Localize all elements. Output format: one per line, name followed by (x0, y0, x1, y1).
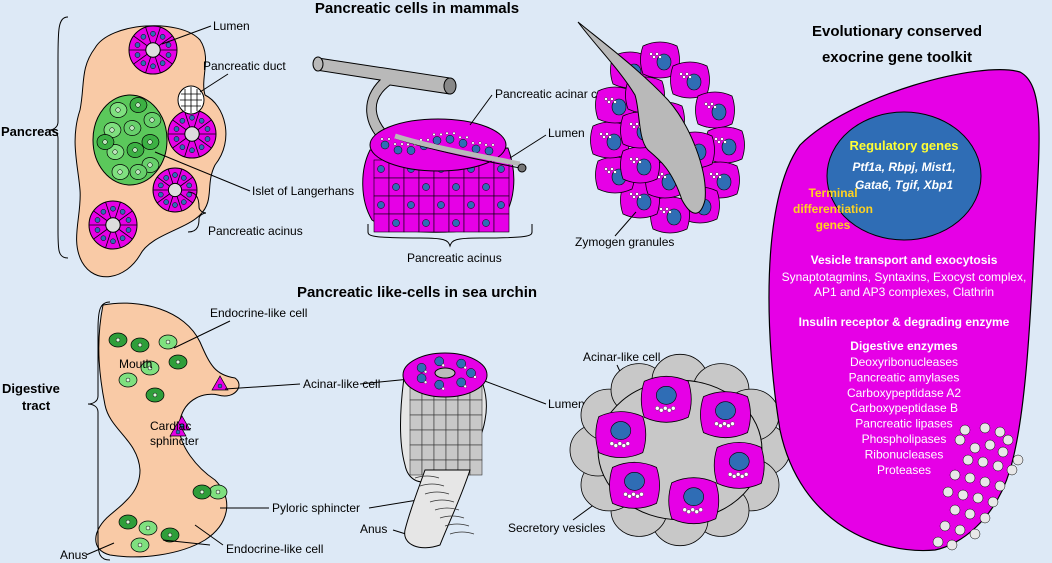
regulatory-genes-1: Ptf1a, Rbpj, Mist1, (852, 160, 955, 174)
enzyme-item: Deoxyribonucleases (850, 355, 958, 369)
label-lumen-left: Lumen (213, 19, 250, 33)
label-anus-left: Anus (60, 548, 87, 562)
label-islet: Islet of Langerhans (252, 184, 354, 198)
label-zymogen: Zymogen granules (575, 235, 674, 249)
digestive-title: Digestive enzymes (850, 339, 958, 353)
urchin-gut (400, 352, 488, 549)
enzyme-item: Ribonucleases (865, 447, 944, 461)
label-acinar-like-mid: Acinar-like cell (303, 377, 380, 391)
regulatory-genes-2: Gata6, Tgif, Xbp1 (855, 178, 953, 192)
enzyme-item: Proteases (877, 463, 931, 477)
label-lumen-urchin: Lumen (548, 397, 585, 411)
digestive-tract (95, 302, 240, 558)
acinus-top (128, 25, 178, 75)
acinus-section-mammal (577, 21, 745, 234)
enzyme-item: Pancreatic lipases (855, 417, 952, 431)
terminal-1: Terminal (808, 186, 857, 200)
pancreas-illustration (74, 25, 227, 278)
label-pancreatic-duct: Pancreatic duct (203, 59, 286, 73)
label-endocrine-bottom: Endocrine-like cell (226, 542, 323, 556)
terminal-3: genes (816, 218, 851, 232)
pancreas-bracket (49, 16, 69, 259)
label-digestive-1: Digestive (2, 381, 60, 396)
digestive-bracket (87, 301, 111, 561)
acinus-3d-mammal (312, 56, 527, 233)
label-lumen-mid: Lumen (548, 126, 585, 140)
enzyme-item: Phospholipases (862, 432, 947, 446)
enzyme-item: Carboxypeptidase B (850, 401, 958, 415)
insulin-label: Insulin receptor & degrading enzyme (799, 315, 1010, 329)
label-acinar-cell: Pancreatic acinar cell (495, 87, 609, 101)
acinus-section-urchin (569, 353, 791, 547)
acinus-right (167, 109, 217, 159)
label-anus-mid: Anus (360, 522, 387, 536)
label-acinar-like-right: Acinar-like cell (583, 350, 660, 364)
vesicle-title: Vesicle transport and exocytosis (811, 253, 998, 267)
label-pyloric: Pyloric sphincter (272, 501, 360, 515)
title-toolkit-2: exocrine gene toolkit (822, 49, 972, 66)
label-pancreatic-acinus-mid: Pancreatic acinus (407, 251, 502, 265)
duct-crosssection (177, 85, 205, 115)
gene-toolkit (768, 69, 1040, 552)
islet-of-langerhans (92, 94, 168, 186)
vesicle-genes-1: Synaptotagmins, Syntaxins, Exocyst compl… (782, 270, 1027, 284)
title-toolkit-1: Evolutionary conserved (812, 23, 982, 40)
enzyme-item: Carboxypeptidase A2 (847, 386, 961, 400)
terminal-2: differentiation (793, 202, 873, 216)
title-mammals: Pancreatic cells in mammals (315, 0, 519, 17)
title-urchin: Pancreatic like-cells in sea urchin (297, 284, 537, 301)
acinus-mid-bracket (367, 224, 533, 248)
acinus-bottom (88, 200, 138, 250)
label-pancreatic-acinus-left: Pancreatic acinus (208, 224, 303, 238)
label-mouth: Mouth (119, 357, 152, 371)
vesicle-genes-2: AP1 and AP3 complexes, Clathrin (814, 285, 994, 299)
acinus-mid (152, 167, 198, 213)
label-cardiac-2: sphincter (150, 434, 199, 448)
regulatory-title: Regulatory genes (849, 138, 958, 153)
label-secretory: Secretory vesicles (508, 521, 605, 535)
label-endocrine-top: Endocrine-like cell (210, 306, 307, 320)
label-cardiac-1: Cardiac (150, 419, 191, 433)
label-digestive-2: tract (22, 398, 51, 413)
label-pancreas: Pancreas (1, 124, 59, 139)
enzyme-item: Pancreatic amylases (849, 370, 960, 384)
